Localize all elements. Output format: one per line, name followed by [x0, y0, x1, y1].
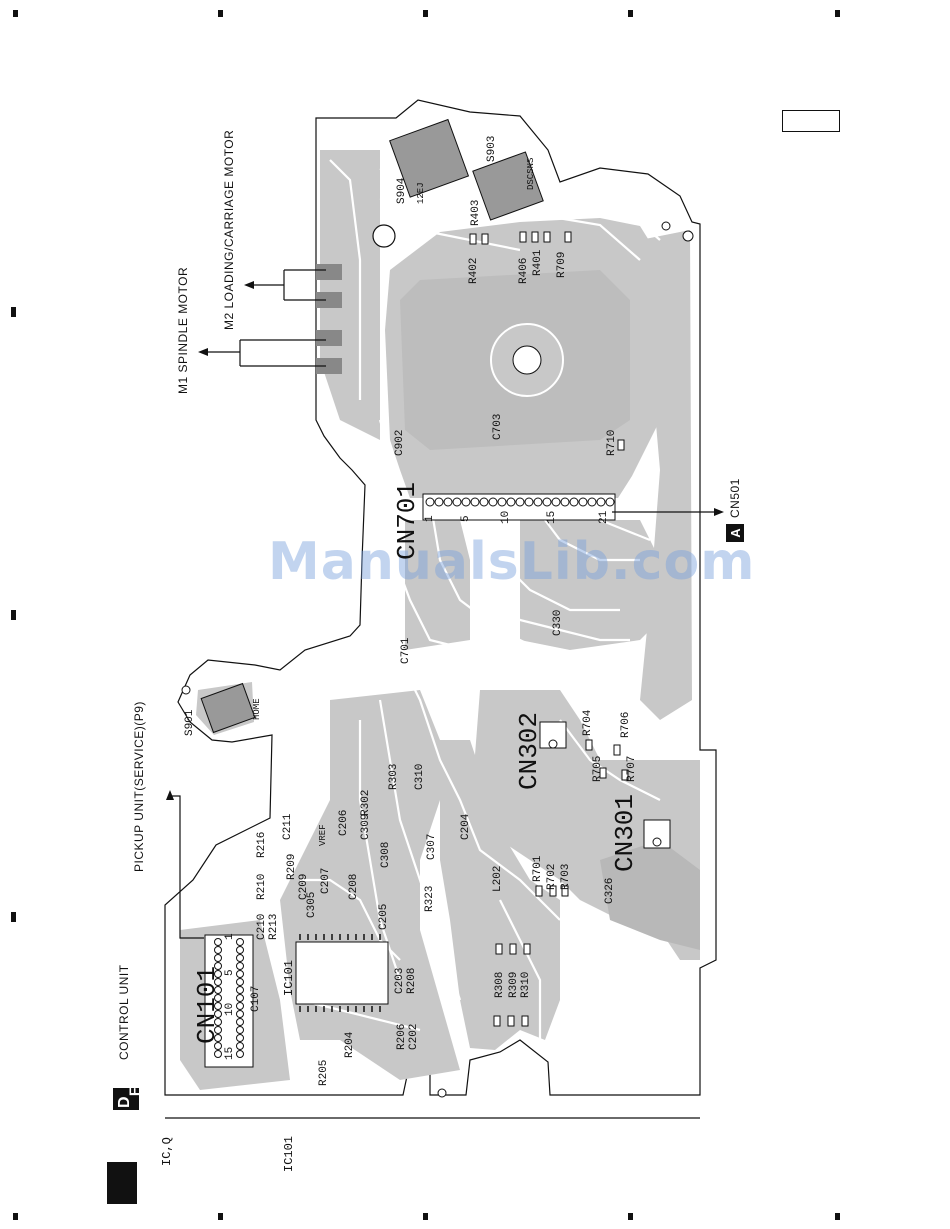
ref-c310: C310 [414, 763, 426, 790]
ref-c309: C309 [360, 813, 372, 840]
ref-r204: R204 [344, 1031, 356, 1058]
ref-r703: R703 [560, 863, 572, 890]
cn101-pin-1: 1 [224, 933, 236, 940]
unit-code-tag [113, 1088, 139, 1110]
cn701-pin-15: 15 [546, 510, 558, 524]
ref-r303: R303 [388, 763, 400, 790]
ref-r209: R209 [286, 853, 298, 880]
ref-r308: R308 [494, 971, 506, 998]
ref-l202: L202 [492, 865, 504, 892]
ref-c206: C206 [338, 809, 350, 836]
ref-r208: R208 [406, 967, 418, 994]
ref-c305: C305 [306, 891, 318, 918]
ref-r213: R213 [268, 913, 280, 940]
ref-c703: C703 [492, 413, 504, 440]
ref-c208: C208 [348, 873, 360, 900]
cn302-name: CN302 [514, 711, 544, 790]
watermark: ManualsLib.com [268, 532, 756, 592]
ref-r707: R707 [626, 755, 638, 782]
registration-mark [11, 307, 16, 317]
switch-s901: S901 [184, 709, 196, 736]
registration-mark [835, 10, 840, 17]
ref-c207: C207 [320, 867, 332, 894]
ref-r709: R709 [556, 251, 568, 278]
ref-r701: R701 [532, 855, 544, 882]
cn101-name: CN101 [192, 965, 222, 1044]
ref-r702: R702 [546, 863, 558, 890]
ref-c902: C902 [394, 429, 406, 456]
ref-r323: R323 [424, 885, 436, 912]
ref-r710: R710 [606, 429, 618, 456]
ref-c203: C203 [394, 967, 406, 994]
ref-r309: R309 [508, 971, 520, 998]
label-dscsns: DSCSNS [526, 157, 536, 190]
ref-c308: C308 [380, 841, 392, 868]
ref-c211: C211 [282, 813, 294, 840]
ref-r206: R206 [396, 1023, 408, 1050]
ref-r302: R302 [360, 789, 372, 816]
legend-ic101: IC101 [282, 1135, 296, 1172]
cn701-pin-21: 21 [598, 510, 610, 524]
cn301-name: CN301 [610, 793, 640, 872]
ref-c205: C205 [378, 903, 390, 930]
page-index-box [782, 110, 840, 132]
registration-mark [218, 10, 223, 17]
ref-r406: R406 [518, 257, 530, 284]
label-12ej: 12EJ [416, 182, 426, 204]
switch-s904: S904 [396, 177, 408, 204]
legend-ic-q: IC,Q [160, 1137, 174, 1166]
ic101-name: IC101 [282, 959, 296, 996]
label-control-unit: CONTROL UNIT [117, 964, 131, 1060]
cn501-tag: A [726, 524, 744, 542]
registration-mark [628, 1213, 633, 1220]
ref-vref: VREF [318, 824, 328, 846]
ref-r706: R706 [620, 711, 632, 738]
ref-c307: C307 [426, 833, 438, 860]
unit-code-d: D [116, 1096, 133, 1108]
label-loading-motor: M2 LOADING/CARRIAGE MOTOR [222, 129, 236, 330]
ref-r401: R401 [532, 249, 544, 276]
label-home: HOME [252, 698, 262, 720]
label-pickup-unit: PICKUP UNIT(SERVICE)(P9) [132, 701, 146, 872]
ref-c326: C326 [604, 877, 616, 904]
ref-c210: C210 [256, 913, 268, 940]
ref-r210: R210 [256, 873, 268, 900]
ref-r216: R216 [256, 831, 268, 858]
section-tab [107, 1162, 137, 1204]
registration-mark [218, 1213, 223, 1220]
cn101-pin-15: 15 [224, 1046, 236, 1060]
registration-mark [13, 1213, 18, 1220]
registration-mark [423, 1213, 428, 1220]
ref-r310: R310 [520, 971, 532, 998]
cn701-pin-5: 5 [460, 515, 472, 522]
ref-r205: R205 [318, 1059, 330, 1086]
label-cn501: CN501 [728, 478, 742, 518]
registration-mark [11, 912, 16, 922]
cn701-pin-10: 10 [500, 510, 512, 524]
cn701-name: CN701 [392, 481, 422, 560]
registration-mark [628, 10, 633, 17]
unit-code-f: F [126, 1087, 142, 1096]
label-spindle-motor: M1 SPINDLE MOTOR [176, 266, 190, 394]
ref-c204: C204 [460, 813, 472, 840]
registration-mark [11, 610, 16, 620]
ref-c202: C202 [408, 1023, 420, 1050]
ref-c701: C701 [400, 637, 412, 664]
ref-r705: R705 [592, 755, 604, 782]
ref-c107: C107 [250, 985, 262, 1012]
switch-s903: S903 [486, 135, 498, 162]
ref-c330: C330 [552, 609, 564, 636]
ref-r403: R403 [470, 199, 482, 226]
registration-mark [13, 10, 18, 17]
cn701-pin-1: 1 [424, 515, 436, 522]
ref-r704: R704 [582, 709, 594, 736]
ref-r402: R402 [468, 257, 480, 284]
cn101-pin-5: 5 [224, 969, 236, 976]
cn101-pin-10: 10 [224, 1002, 236, 1016]
registration-mark [423, 10, 428, 17]
registration-mark [835, 1213, 840, 1220]
